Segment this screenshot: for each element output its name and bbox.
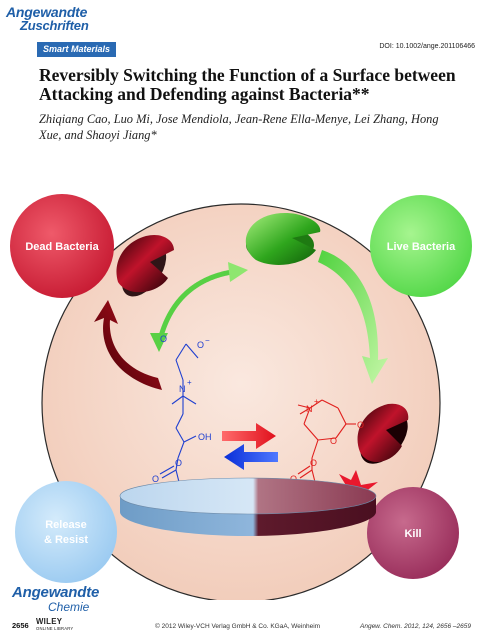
journal-name-line1: Angewandte [6, 4, 88, 20]
wiley-logo: WILEY ONLINE LIBRARY [36, 618, 73, 632]
dead-bacteria-label: Dead Bacteria [25, 241, 99, 253]
lactone-n-charge: + [314, 397, 319, 406]
hydroxyl-group: OH [198, 432, 212, 442]
lactone-ring-o: O [330, 436, 337, 446]
attach-arrow-icon [150, 262, 248, 352]
author-list: Zhiqiang Cao, Luo Mi, Jose Mendiola, Jea… [39, 112, 439, 142]
toc-graphic: Dead Bacteria Live Bacteria Release & Re… [10, 194, 472, 600]
journal-logo-bottom: Angewandte Chemie [12, 585, 99, 615]
article-title: Reversibly Switching the Function of a S… [39, 65, 456, 104]
doi[interactable]: DOI: 10.1002/ange.201106466 [379, 43, 475, 50]
carboxylate-o2: O [197, 340, 204, 350]
copyright-notice: © 2012 Wiley-VCH Verlag GmbH & Co. KGaA,… [155, 623, 321, 630]
carboxylate-charge: − [205, 336, 210, 345]
switch-arrow-red [222, 423, 276, 449]
page-number: 2656 [12, 621, 29, 630]
release-arrow-icon [94, 300, 162, 390]
live-to-kill-arrow-icon [318, 250, 388, 384]
n-charge: + [187, 378, 192, 387]
ester-carbonyl-o: O [152, 474, 159, 484]
journal-logo: Angewandte Zuschriften [6, 4, 89, 33]
quaternary-n: N [179, 384, 186, 394]
journal-citation: Angew. Chem. 2012, 124, 2656 –2659 [360, 623, 471, 630]
journal-name-line2: Zuschriften [20, 18, 89, 33]
switch-arrow-blue [224, 444, 278, 470]
section-tag: Smart Materials [37, 42, 117, 57]
switchable-surface [119, 477, 377, 536]
lactone-ester-o: O [310, 458, 317, 468]
cationic-lactone-structure [297, 399, 356, 487]
release-label-line2: & Resist [44, 534, 88, 546]
live-bacteria-circle [370, 195, 472, 297]
kill-circle [367, 487, 459, 579]
dead-bacteria-circle [10, 194, 114, 298]
dead-bacterium-icon [116, 234, 174, 297]
release-resist-circle [15, 481, 117, 583]
live-bacterium-icon [245, 213, 321, 265]
ester-oxygen: O [175, 458, 182, 468]
release-label-line1: Release [45, 519, 87, 531]
wiley-logo-subtitle: ONLINE LIBRARY [36, 626, 74, 631]
carboxylate-o1: O [160, 334, 167, 344]
live-bacteria-label: Live Bacteria [387, 241, 456, 253]
attacked-bacterium-icon [357, 403, 409, 464]
journal-bottom-line2: Chemie [48, 600, 90, 614]
zwitterion-structure [159, 343, 199, 487]
lactone-carbonyl-o: O [357, 420, 364, 430]
lactone-n: N [306, 404, 313, 414]
journal-bottom-line1: Angewandte [12, 584, 100, 601]
wiley-logo-name: WILEY [36, 617, 63, 626]
kill-label: Kill [404, 528, 421, 540]
